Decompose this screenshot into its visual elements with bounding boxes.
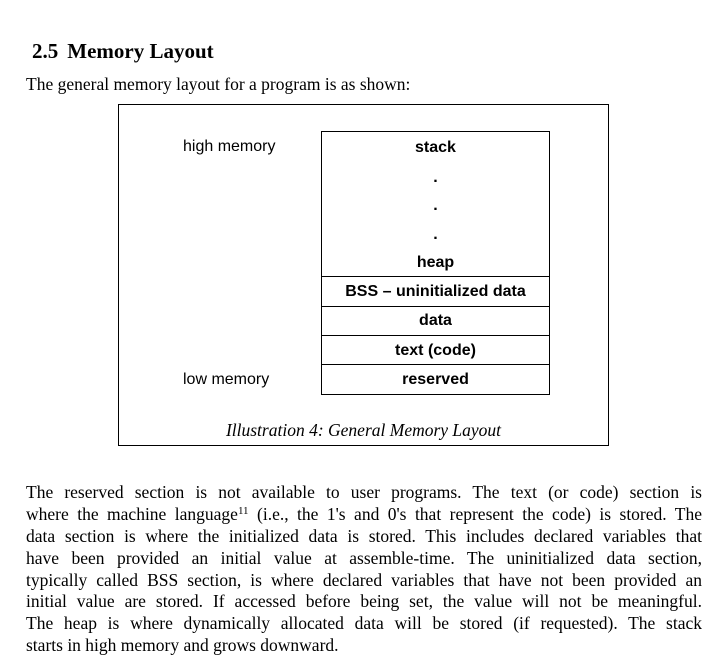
body-line: typically called BSS section, is where d…	[26, 569, 702, 590]
ellipsis-dot: .	[433, 169, 438, 186]
high-memory-label: high memory	[183, 138, 276, 155]
memory-diagram: stack . . . heap BSS – uninitialized dat…	[321, 131, 550, 395]
footnote-marker[interactable]: 11	[237, 504, 249, 517]
divider-line	[322, 364, 549, 365]
reserved-segment: reserved	[402, 371, 469, 388]
text-segment: text (code)	[395, 342, 476, 359]
body-line: starts in high memory and grows downward…	[26, 635, 339, 656]
ellipsis-dot: .	[433, 197, 438, 214]
intro-paragraph: The general memory layout for a program …	[26, 74, 411, 94]
bss-segment: BSS – uninitialized data	[345, 283, 526, 300]
stack-region-label: stack	[415, 139, 456, 156]
body-text-segment: where the machine language	[26, 503, 238, 524]
memory-layout-figure: high memory low memory stack . . . heap …	[118, 104, 609, 446]
body-text-segment: (i.e., the 1's and 0's that represent th…	[248, 503, 702, 524]
body-line: The heap is where dynamically allocated …	[26, 613, 702, 634]
heap-region-label: heap	[416, 254, 455, 271]
data-segment: data	[419, 312, 452, 329]
body-line: initial value are stored. If accessed be…	[26, 591, 702, 612]
body-line: The reserved section is not available to…	[26, 482, 702, 502]
body-line: where the machine language11 (i.e., the …	[26, 504, 702, 526]
body-line: have been provided an initial value at a…	[26, 547, 702, 568]
divider-line	[322, 335, 549, 336]
divider-line	[322, 276, 549, 277]
divider-line	[322, 306, 549, 307]
body-paragraph: The reserved section is not available to…	[26, 482, 702, 657]
section-heading: 2.5 Memory Layout	[32, 38, 214, 64]
section-title: Memory Layout	[67, 39, 214, 63]
ellipsis-dot: .	[433, 226, 438, 243]
body-line: data section is where the initialized da…	[26, 525, 702, 546]
section-number: 2.5	[32, 39, 59, 63]
low-memory-label: low memory	[183, 371, 270, 388]
figure-caption: Illustration 4: General Memory Layout	[225, 420, 502, 440]
